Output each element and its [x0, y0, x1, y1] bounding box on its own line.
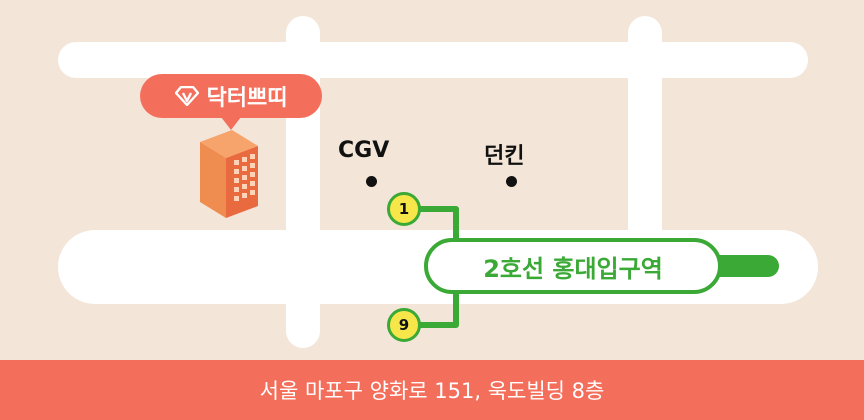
exit-1-marker: 1	[387, 192, 421, 226]
address-text: 서울 마포구 양화로 151, 욱도빌딩 8층	[259, 379, 605, 403]
road-west-vertical	[286, 16, 320, 348]
poi-dunkin-marker	[506, 176, 517, 187]
diamond-icon	[174, 86, 199, 106]
subway-route-lines	[404, 206, 779, 328]
address-bar: 서울 마포구 양화로 151, 욱도빌딩 8층	[0, 360, 864, 420]
station-name: 2호선 홍대입구역	[483, 254, 663, 283]
station-badge: 2호선 홍대입구역	[424, 238, 722, 294]
exit-9-marker: 9	[387, 308, 421, 342]
poi-cgv-label: CGV	[338, 138, 390, 163]
landmark-label[interactable]: 닥터쁘띠	[140, 74, 322, 130]
road-north	[58, 42, 808, 78]
poi-dunkin-label: 던킨	[484, 144, 525, 169]
poi-cgv-marker	[366, 176, 377, 187]
landmark-name: 닥터쁘띠	[206, 86, 288, 111]
road-east-vertical	[628, 16, 662, 256]
building-icon	[200, 130, 258, 218]
map-canvas: 닥터쁘띠 CGV 던킨 1 9 2호선 홍대입구역	[58, 16, 818, 348]
